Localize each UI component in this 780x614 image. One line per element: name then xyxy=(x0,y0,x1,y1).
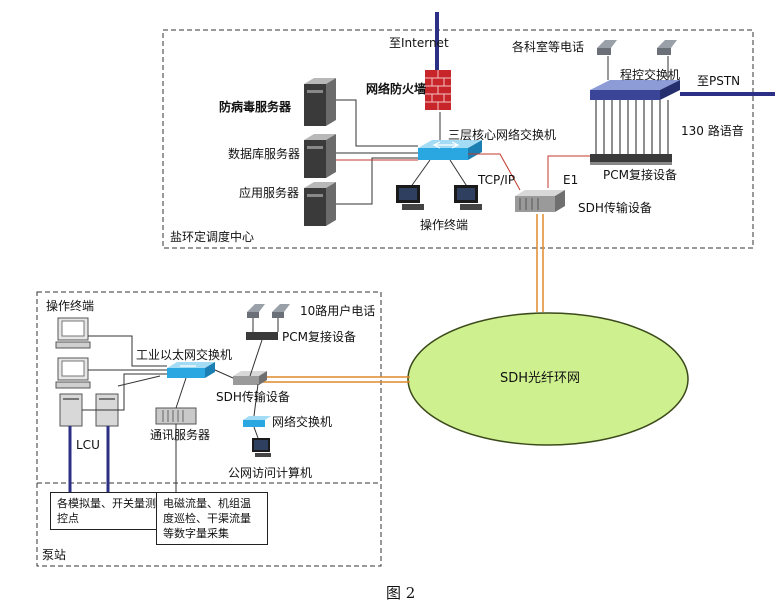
antivirus-server-icon xyxy=(304,78,336,126)
net-switch-label: 网络交换机 xyxy=(272,415,333,429)
net-switch-icon xyxy=(243,416,271,427)
core-switch-icon xyxy=(418,140,482,160)
sdh-label-bottom: SDH传输设备 xyxy=(216,390,290,404)
terminal-icon xyxy=(396,185,424,210)
phone-icon xyxy=(657,40,677,55)
server-links xyxy=(336,99,469,205)
phone-links xyxy=(607,56,669,80)
ind-switch-label: 工业以太网交换机 xyxy=(136,348,233,362)
terminal-label-bottom: 操作终端 xyxy=(46,299,95,313)
pump-station-label: 泵站 xyxy=(42,548,67,562)
sdh-ring-shape xyxy=(407,312,689,446)
pbx-icon xyxy=(590,80,680,100)
sdh-device-icon xyxy=(233,371,267,385)
terminal-icon xyxy=(55,357,91,389)
dept-phones-label: 各科室等电话 xyxy=(512,40,585,54)
dispatch-center-label: 盐环定调度中心 xyxy=(170,230,255,244)
pcm-device-icon xyxy=(590,154,672,165)
dispatch-center-region xyxy=(162,29,754,249)
phone-icon xyxy=(597,40,617,55)
pcm-label-bottom: PCM复接设备 xyxy=(282,330,356,344)
station-links xyxy=(82,335,263,492)
voice-lines xyxy=(595,100,669,154)
comm-server-label: 通讯服务器 xyxy=(150,428,211,442)
phone-links xyxy=(252,318,279,332)
pbx-label: 程控交换机 xyxy=(620,68,681,82)
phone-icon xyxy=(272,304,290,318)
pstn-label: 至PSTN xyxy=(697,74,741,88)
lcu-field-bus xyxy=(68,426,110,492)
e1-label: E1 xyxy=(563,173,579,187)
digital-collection-box: 电磁流量、机组温度巡检、干渠流量等数字量采集 xyxy=(156,492,268,545)
sdh-device-icon xyxy=(515,190,565,212)
red-links xyxy=(336,153,590,191)
pump-station-region xyxy=(36,291,382,567)
pcm-device-icon xyxy=(246,332,278,340)
tcpip-label: TCP/IP xyxy=(478,173,516,187)
figure-caption: 图 2 xyxy=(386,584,416,602)
phones-label: 10路用户电话 xyxy=(300,304,376,318)
phone-icon xyxy=(247,304,265,318)
fiber-link-bottom xyxy=(250,376,410,383)
lcu-label: LCU xyxy=(76,438,100,452)
fiber-link-top xyxy=(536,214,544,312)
sdh-ring-label: SDH光纤环网 xyxy=(500,371,581,386)
internet-label: 至Internet xyxy=(389,36,449,50)
pcm-label-top: PCM复接设备 xyxy=(603,168,677,182)
core-switch-label: 三层核心网络交换机 xyxy=(448,128,557,142)
sdh-label-top: SDH传输设备 xyxy=(578,201,652,215)
app-server-icon xyxy=(304,182,336,226)
terminal-icon xyxy=(55,317,91,349)
terminal-icon xyxy=(454,185,482,210)
database-server-icon xyxy=(304,134,336,178)
voice-label: 130 路语音 xyxy=(681,124,744,138)
db-server-label: 数据库服务器 xyxy=(228,147,301,161)
antivirus-server-label: 防病毒服务器 xyxy=(219,100,292,114)
industrial-switch-icon xyxy=(167,362,215,378)
firewall-label: 网络防火墙 xyxy=(366,82,427,96)
field-points-box: 各模拟量、开关量测控点 xyxy=(50,492,164,530)
public-pc-icon xyxy=(252,438,271,457)
terminal-label-top: 操作终端 xyxy=(420,218,469,232)
lcu-cabinet-icon xyxy=(59,393,83,427)
firewall-icon xyxy=(425,70,451,110)
public-pc-label: 公网访问计算机 xyxy=(228,466,313,480)
app-server-label: 应用服务器 xyxy=(239,186,300,200)
comm-server-icon xyxy=(155,407,197,425)
